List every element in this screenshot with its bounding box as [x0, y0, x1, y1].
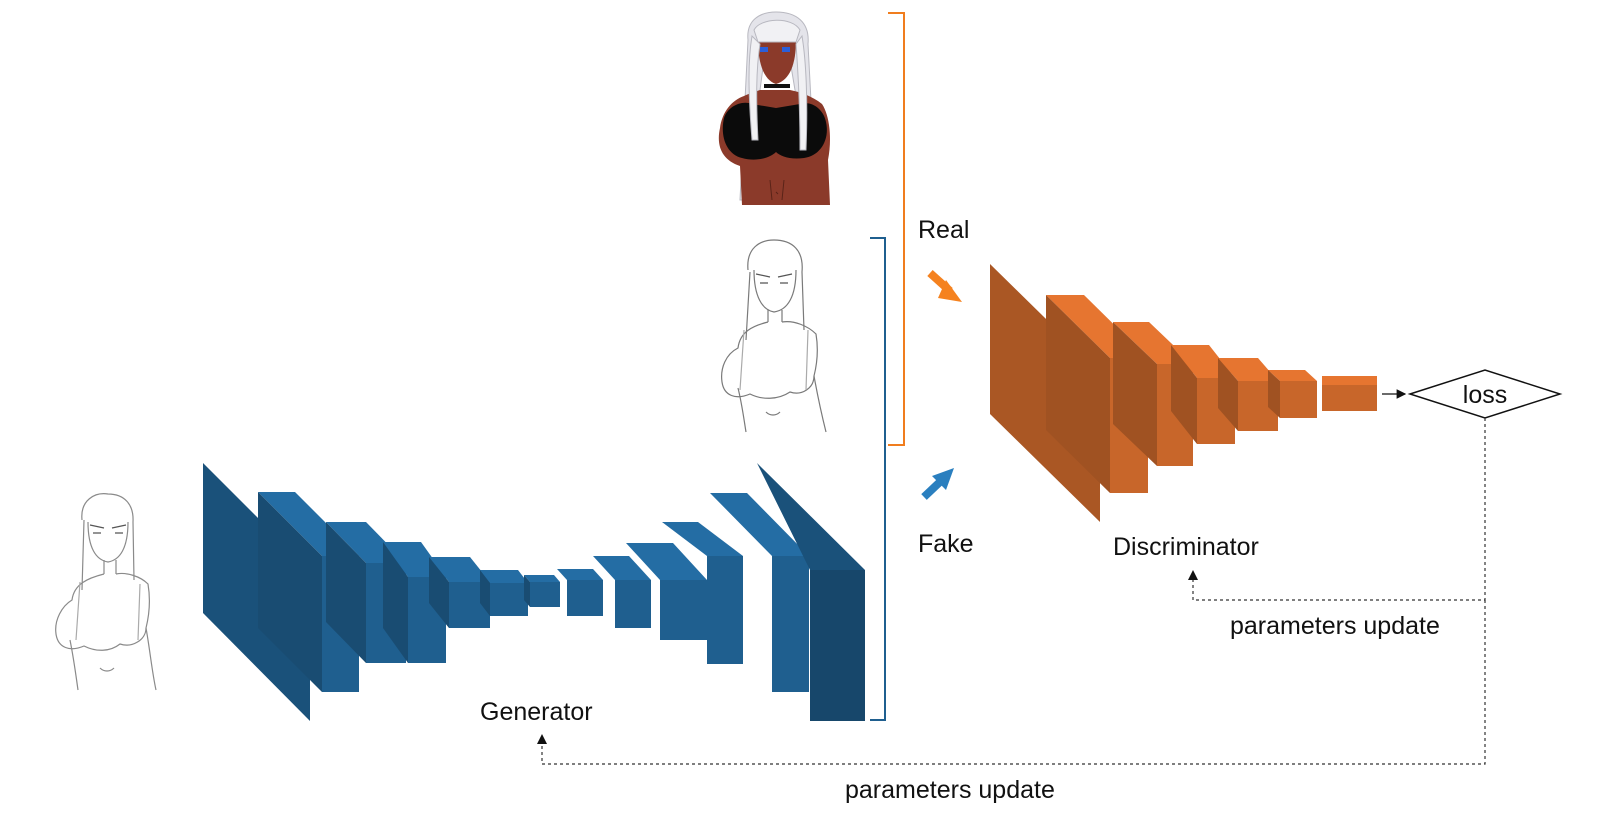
gen-r-layer-top-2: [626, 543, 707, 580]
loss-label: loss: [1463, 381, 1507, 409]
discriminator-label: Discriminator: [1113, 533, 1259, 561]
disc-layer-4-side: [1218, 358, 1238, 431]
generator-update-arrowhead: [537, 734, 547, 744]
fake-label: Fake: [918, 530, 974, 558]
gen-layer-5-front: [490, 583, 528, 616]
gen-layer-1-side: [258, 492, 322, 692]
gen-layer-4-top: [429, 557, 490, 582]
disc-layer-6-top: [1322, 376, 1377, 385]
disc-layer-5-side: [1268, 370, 1280, 418]
disc-layer-5-top: [1268, 370, 1317, 381]
disc-layer-1-side: [1046, 295, 1110, 493]
gen-r-layer-front-2: [660, 580, 707, 640]
gen-layer-5-side: [480, 570, 490, 616]
discriminator-update-line: [1192, 418, 1486, 601]
generator-network: [203, 463, 865, 721]
generator-update-line: [541, 600, 1486, 765]
gen-r-layer-top-1: [593, 556, 651, 580]
real-bracket: [888, 12, 905, 446]
gen-r-layer-top-4: [710, 493, 809, 556]
gen-slab-right-front: [810, 570, 865, 721]
gen-layer-6-side: [524, 575, 530, 607]
disc-layer-3-side: [1171, 345, 1197, 444]
disc-layer-2-side: [1113, 322, 1157, 466]
real-arrow-icon: [927, 270, 962, 302]
gen-layer-4-front: [449, 582, 490, 628]
gen-layer-3-side: [383, 542, 408, 663]
fake-bracket: [870, 237, 886, 721]
gen-r-layer-front-1: [615, 580, 651, 628]
generator-label: Generator: [480, 698, 593, 726]
real-label: Real: [918, 216, 969, 244]
fake-arrow-icon: [921, 468, 954, 500]
disc-layer-5-front: [1280, 381, 1317, 418]
disc-layer-6-front: [1322, 385, 1377, 411]
gen-r-layer-top-3: [662, 522, 743, 556]
input-sketch-image: [55, 493, 157, 691]
gen-slab-left: [203, 463, 310, 721]
gen-layer-5-top: [480, 570, 528, 583]
fake-image: [721, 239, 827, 433]
gen-r-layer-front-3: [707, 556, 743, 664]
real-image: [718, 11, 830, 205]
gen-layer-4-side: [429, 557, 449, 628]
discriminator-update-label: parameters update: [1230, 612, 1440, 640]
disc-slab: [990, 264, 1100, 522]
gen-layer-2-side: [326, 522, 366, 663]
discriminator-network: [990, 264, 1377, 522]
gen-layer-6-top: [524, 575, 560, 582]
gen-r-layer-front-4: [772, 556, 809, 692]
loss-node: [1407, 369, 1563, 419]
gen-layer-6-front: [530, 582, 560, 607]
gen-r-layer-top-0: [557, 569, 603, 580]
discriminator-update-arrowhead: [1188, 570, 1198, 580]
generator-update-label: parameters update: [845, 776, 1055, 804]
gen-r-layer-front-0: [567, 580, 603, 616]
